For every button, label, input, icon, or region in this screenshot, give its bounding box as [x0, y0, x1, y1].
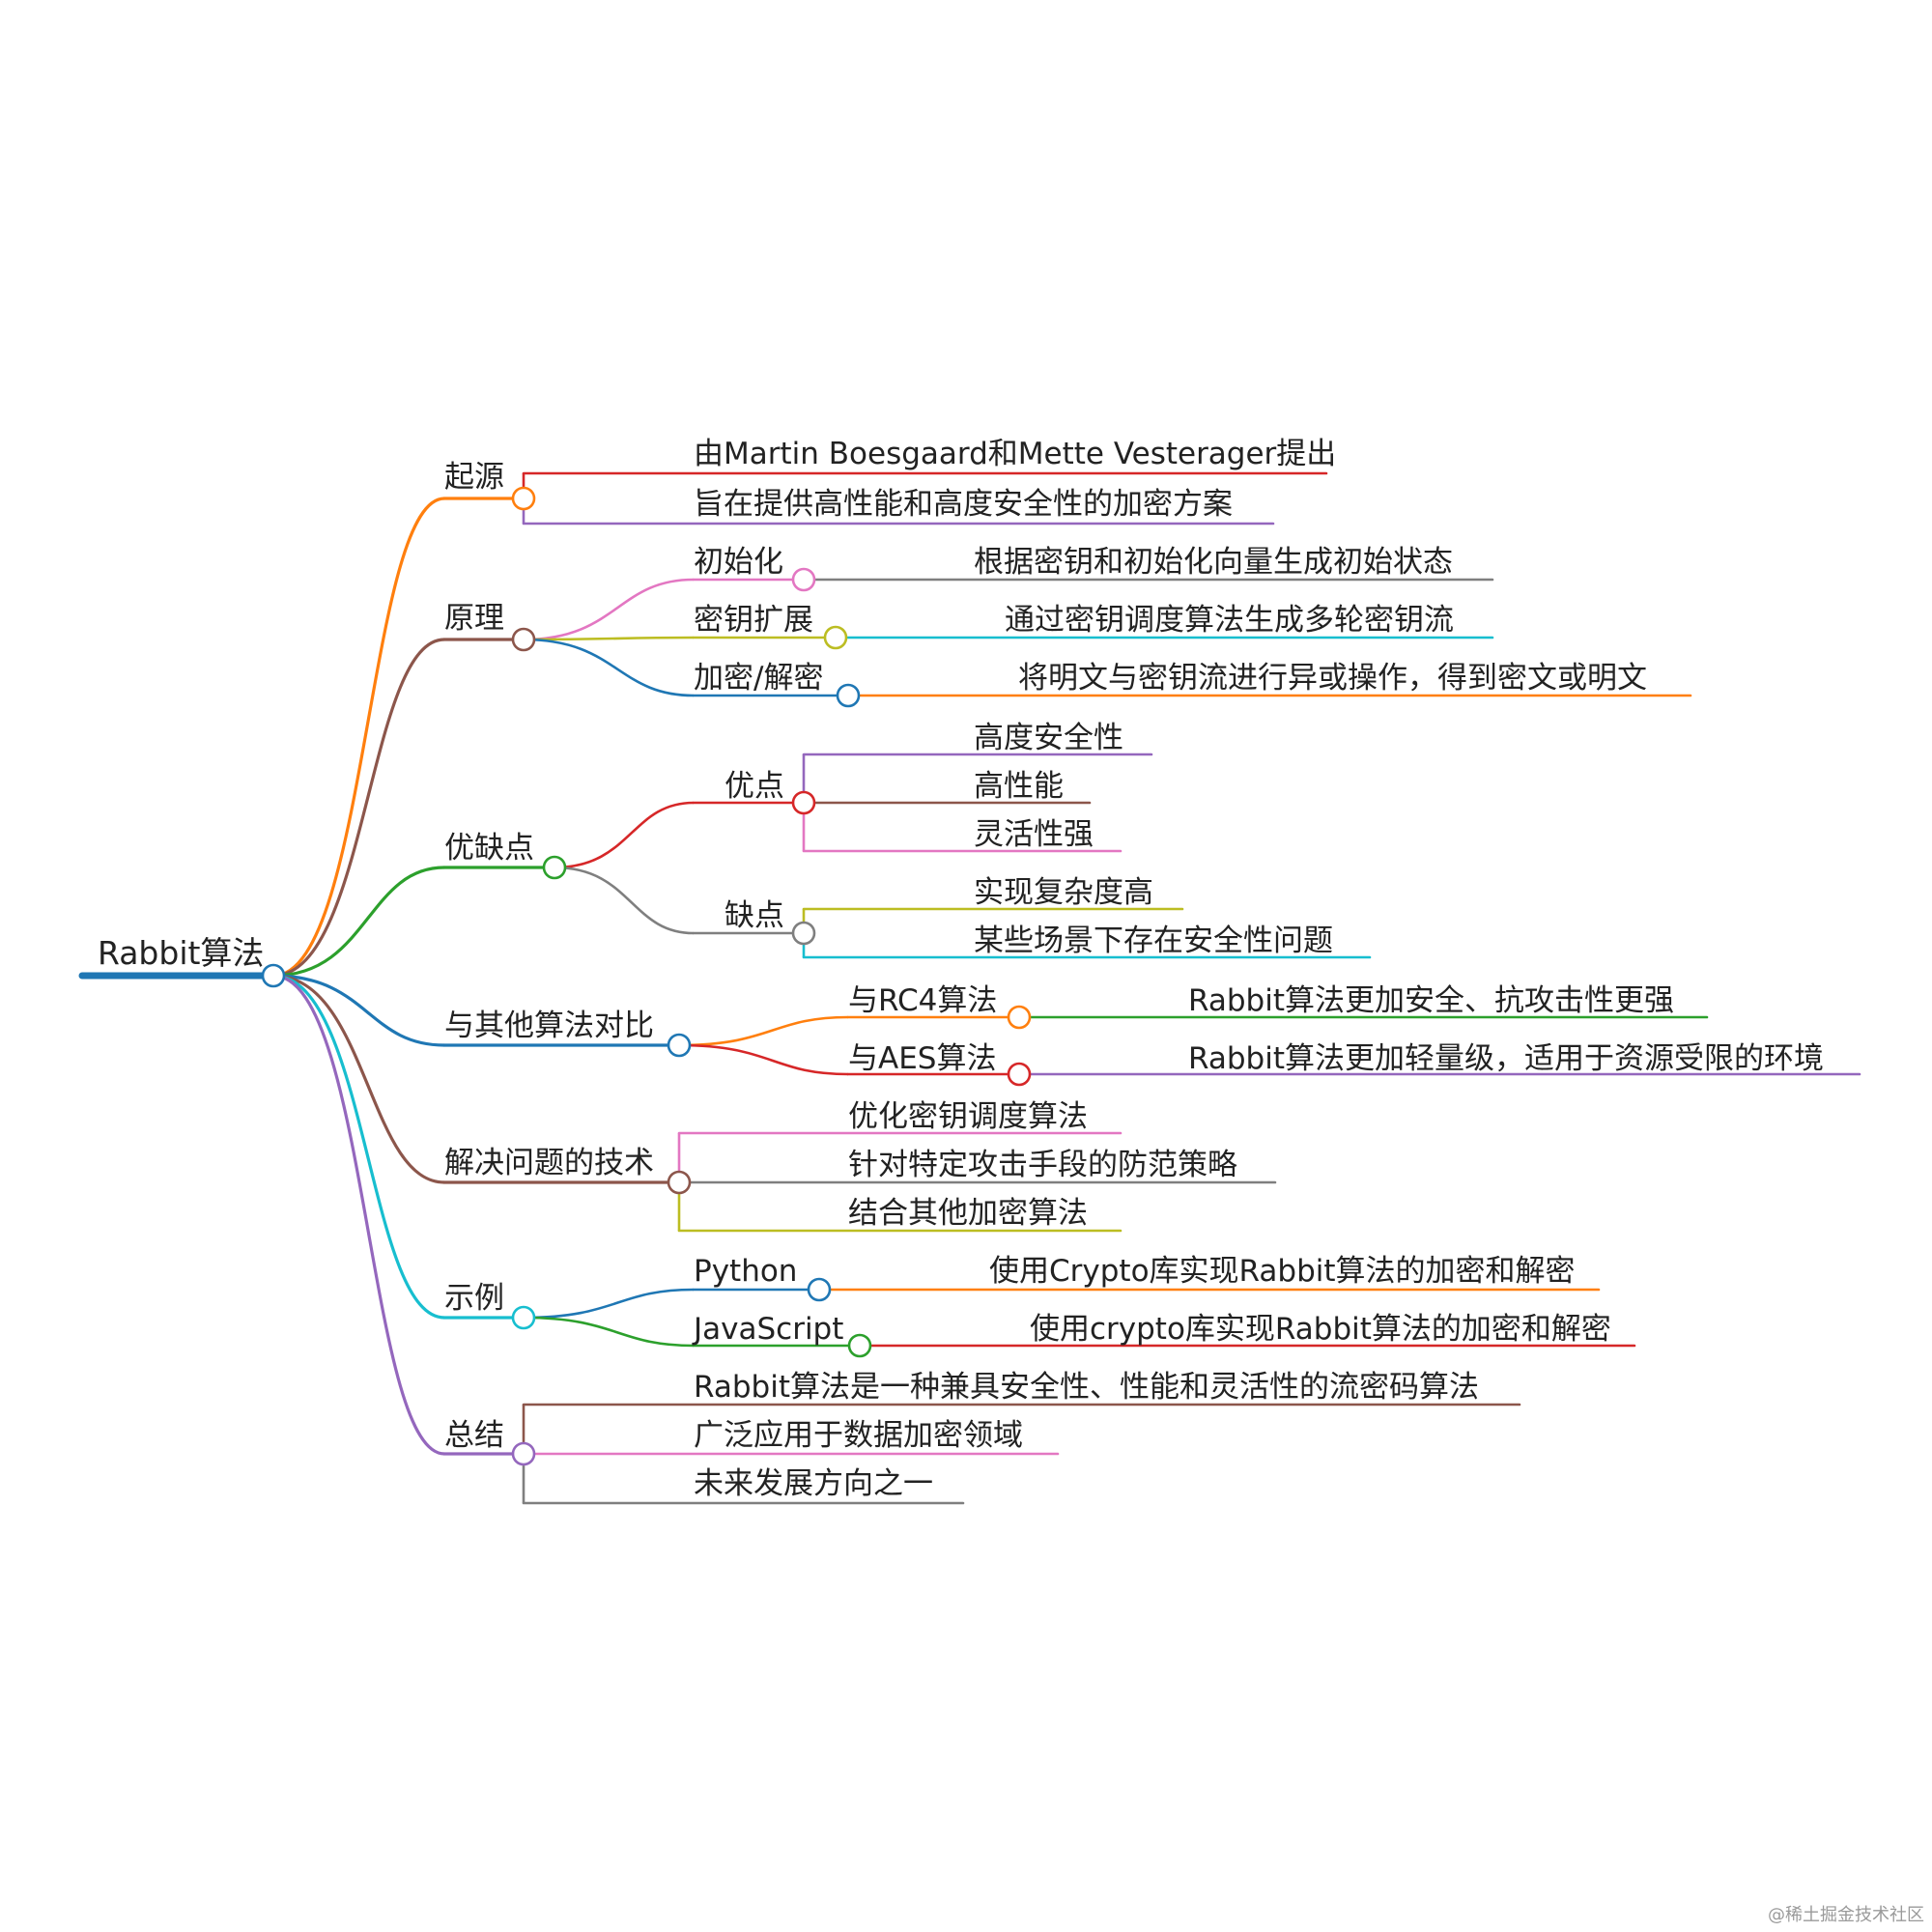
edge-5: [272, 974, 445, 1320]
edge-3: [272, 974, 445, 1047]
root-node-label: Rabbit算法: [98, 934, 264, 972]
node-label-5-0-0: 使用Crypto库实现Rabbit算法的加密和解密: [989, 1254, 1576, 1289]
edge-0: [272, 497, 445, 978]
edge-1-0: [523, 578, 695, 641]
node-label-2-0-0: 高度安全性: [974, 721, 1123, 755]
node-2-1-collapse-toggle[interactable]: [791, 921, 816, 946]
edge-5-0: [523, 1288, 695, 1320]
node-label-5-0: Python: [694, 1254, 797, 1289]
node-label-6: 总结: [444, 1418, 504, 1453]
node-label-1-1: 密钥扩展: [694, 603, 813, 638]
node-label-5-1-0: 使用crypto库实现Rabbit算法的加密和解密: [1030, 1312, 1611, 1347]
node-label-0: 起源: [444, 460, 504, 495]
watermark: @稀土掘金技术社区: [1768, 1905, 1924, 1925]
edge-2-1: [554, 866, 695, 935]
node-label-1-0: 初始化: [694, 545, 783, 580]
root-collapse-toggle[interactable]: [261, 963, 286, 988]
node-label-0-1: 旨在提供高性能和高度安全性的加密方案: [694, 487, 1233, 522]
node-label-2-1-0: 实现复杂度高: [974, 875, 1153, 910]
node-label-6-2: 未来发展方向之一: [694, 1466, 933, 1501]
edge-4: [272, 974, 445, 1184]
edge-6: [272, 974, 445, 1456]
mindmap-node-handles: [261, 486, 1032, 1466]
edge-1-2: [523, 638, 695, 697]
node-5-1-collapse-toggle[interactable]: [847, 1333, 872, 1358]
node-label-2-0: 优点: [724, 769, 784, 804]
node-label-6-0: Rabbit算法是一种兼具安全性、性能和灵活性的流密码算法: [694, 1370, 1479, 1405]
node-label-0-0: 由Martin Boesgaard和Mette Vesterager提出: [694, 437, 1336, 471]
node-1-1-collapse-toggle[interactable]: [823, 625, 848, 650]
edge-3-1: [678, 1043, 849, 1076]
node-label-4-2: 结合其他加密算法: [848, 1196, 1088, 1231]
node-1-0-collapse-toggle[interactable]: [791, 567, 816, 592]
edge-2: [272, 866, 445, 978]
edge-1-1: [523, 636, 695, 641]
node-label-3-1: 与AES算法: [848, 1041, 996, 1076]
node-label-1-2-0: 将明文与密钥流进行异或操作，得到密文或明文: [1018, 661, 1647, 696]
node-3-1-collapse-toggle[interactable]: [1007, 1062, 1032, 1087]
node-4-collapse-toggle[interactable]: [667, 1170, 692, 1195]
node-3-collapse-toggle[interactable]: [667, 1033, 692, 1058]
node-label-1-0-0: 根据密钥和初始化向量生成初始状态: [974, 545, 1453, 580]
node-label-4-1: 针对特定攻击手段的防范策略: [848, 1148, 1237, 1182]
node-label-2-0-1: 高性能: [974, 769, 1064, 804]
node-label-5: 示例: [444, 1281, 504, 1316]
edge-1: [272, 638, 445, 978]
node-2-collapse-toggle[interactable]: [542, 855, 567, 880]
edge-3-0: [678, 1015, 849, 1047]
node-label-5-1: JavaScript: [692, 1312, 843, 1347]
node-3-0-collapse-toggle[interactable]: [1007, 1005, 1032, 1030]
mindmap-underlines: [78, 471, 1861, 1505]
node-label-4: 解决问题的技术: [444, 1146, 654, 1180]
node-0-collapse-toggle[interactable]: [511, 486, 536, 511]
node-label-3-0-0: Rabbit算法更加安全、抗攻击性更强: [1188, 983, 1674, 1018]
node-label-3-0: 与RC4算法: [848, 983, 997, 1018]
node-6-collapse-toggle[interactable]: [511, 1441, 536, 1466]
node-label-2-1-1: 某些场景下存在安全性问题: [974, 923, 1333, 958]
node-label-1-1-0: 通过密钥调度算法生成多轮密钥流: [1005, 603, 1454, 638]
node-label-3-1-0: Rabbit算法更加轻量级，适用于资源受限的环境: [1188, 1041, 1824, 1076]
node-2-0-collapse-toggle[interactable]: [791, 790, 816, 815]
node-label-1: 原理: [444, 601, 504, 636]
node-label-4-0: 优化密钥调度算法: [848, 1099, 1088, 1134]
node-5-0-collapse-toggle[interactable]: [807, 1277, 832, 1302]
node-label-3: 与其他算法对比: [444, 1009, 654, 1043]
edge-2-0: [554, 801, 695, 869]
edge-5-1: [523, 1316, 695, 1348]
node-label-6-1: 广泛应用于数据加密领域: [694, 1418, 1023, 1453]
node-5-collapse-toggle[interactable]: [511, 1305, 536, 1330]
node-label-2-0-2: 灵活性强: [974, 817, 1094, 852]
node-label-1-2: 加密/解密: [694, 661, 823, 696]
node-label-2: 优缺点: [444, 831, 534, 866]
node-label-2-1: 缺点: [724, 898, 784, 933]
node-1-2-collapse-toggle[interactable]: [836, 683, 861, 708]
node-1-collapse-toggle[interactable]: [511, 627, 536, 652]
mindmap-labels: Rabbit算法 起源 由Martin Boesgaard和Mette Vester…: [98, 437, 1824, 1501]
